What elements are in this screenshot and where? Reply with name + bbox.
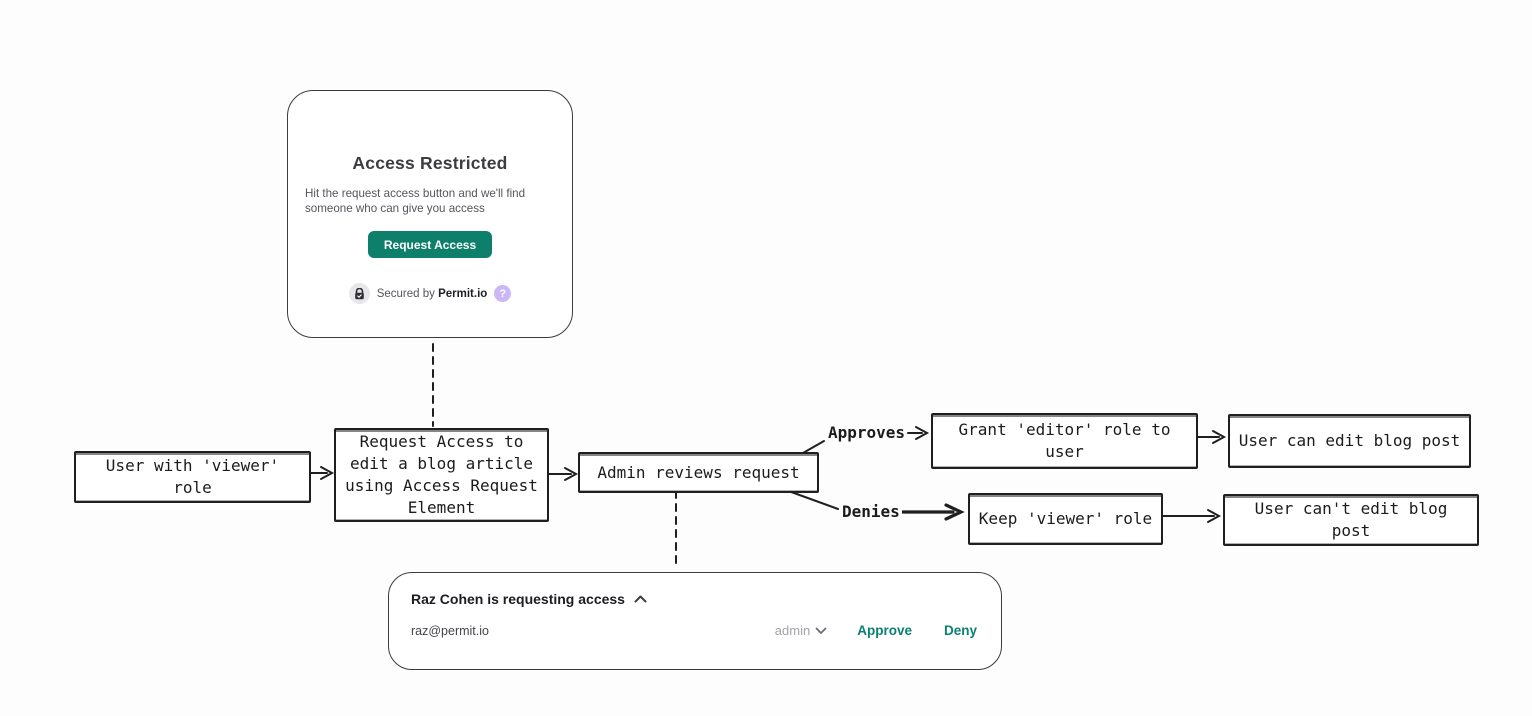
flow-node-grant-editor: Grant 'editor' role to user xyxy=(931,413,1198,469)
chevron-down-icon xyxy=(815,627,827,634)
line-admin-to-approves xyxy=(802,440,825,454)
role-select-value: admin xyxy=(774,623,811,638)
flow-node-request-access: Request Access to edit a blog article us… xyxy=(334,428,549,522)
secured-by-row: Secured by Permit.io ? xyxy=(348,283,512,304)
review-card-title: Raz Cohen is requesting access xyxy=(411,591,625,607)
flow-node-admin-reviews: Admin reviews request xyxy=(578,452,819,493)
flow-node-user-viewer: User with 'viewer' role xyxy=(74,451,311,503)
access-card-title: Access Restricted xyxy=(352,153,508,173)
flow-node-cant-edit: User can't edit blog post xyxy=(1223,494,1479,546)
secured-by-prefix: Secured by xyxy=(376,287,435,300)
edge-label-denies: Denies xyxy=(840,502,902,521)
access-restricted-card: Access Restricted Hit the request access… xyxy=(287,90,573,338)
deny-button[interactable]: Deny xyxy=(943,623,977,638)
secured-by-text: Secured by Permit.io xyxy=(377,288,488,300)
lock-icon xyxy=(348,283,370,304)
access-card-description-line2: someone who can give you access xyxy=(305,201,485,215)
arrow-denies-to-keep xyxy=(898,503,965,521)
requester-email: raz@permit.io xyxy=(411,623,489,638)
edge-label-approves: Approves xyxy=(826,423,908,442)
approve-button[interactable]: Approve xyxy=(857,623,912,638)
access-card-description-line1: Hit the request access button and we'll … xyxy=(305,187,526,200)
flow-node-keep-viewer: Keep 'viewer' role xyxy=(968,493,1163,545)
role-select[interactable]: admin xyxy=(775,623,827,638)
permit-io-brand: Permit.io xyxy=(438,287,488,300)
arrow-approves-to-grant xyxy=(907,426,930,440)
flow-node-can-edit: User can edit blog post xyxy=(1228,414,1471,468)
help-icon[interactable]: ? xyxy=(494,285,512,302)
request-access-button[interactable]: Request Access xyxy=(368,231,492,258)
access-card-description: Hit the request access button and we'll … xyxy=(305,187,555,216)
request-review-card: Raz Cohen is requesting access raz@permi… xyxy=(388,572,1002,670)
chevron-up-icon[interactable] xyxy=(634,595,647,603)
